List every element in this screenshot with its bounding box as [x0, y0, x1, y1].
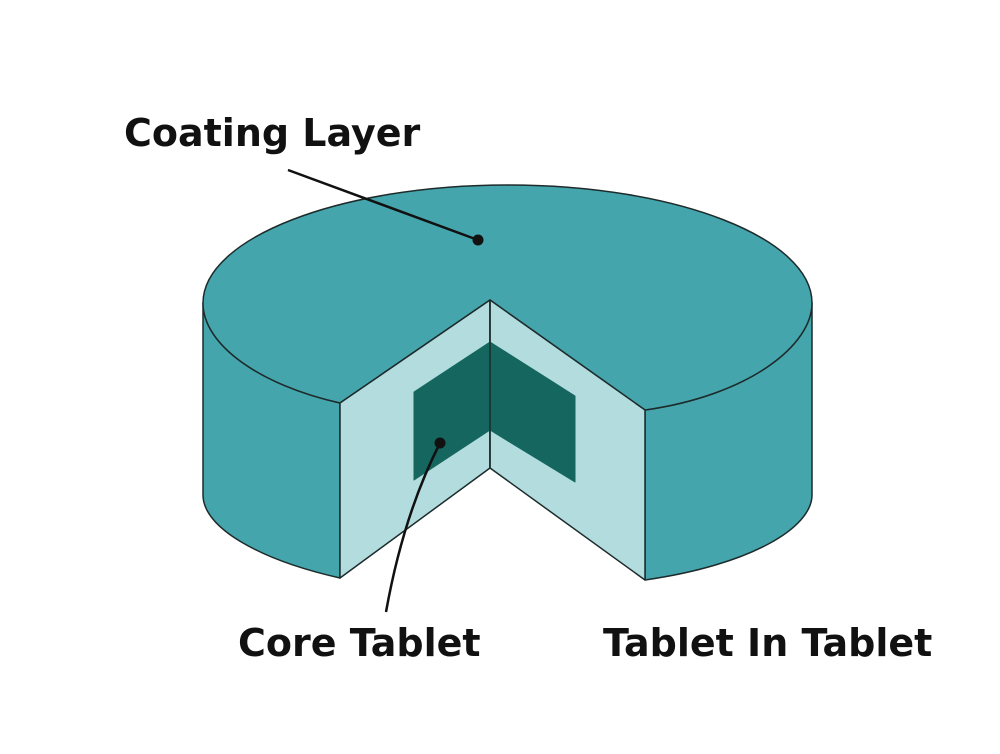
tablet-in-tablet-label: Tablet In Tablet	[603, 621, 933, 665]
coating-layer-label: Coating Layer	[124, 111, 421, 155]
core-leader-dot	[434, 437, 446, 449]
coating-leader-dot	[472, 234, 484, 246]
core-tablet-label: Core Tablet	[238, 621, 481, 665]
leader-lines	[287, 168, 484, 613]
tablet-body	[202, 184, 813, 581]
coating-leader-line	[287, 168, 479, 242]
top-face	[202, 184, 813, 411]
core-leader-line	[384, 442, 442, 613]
